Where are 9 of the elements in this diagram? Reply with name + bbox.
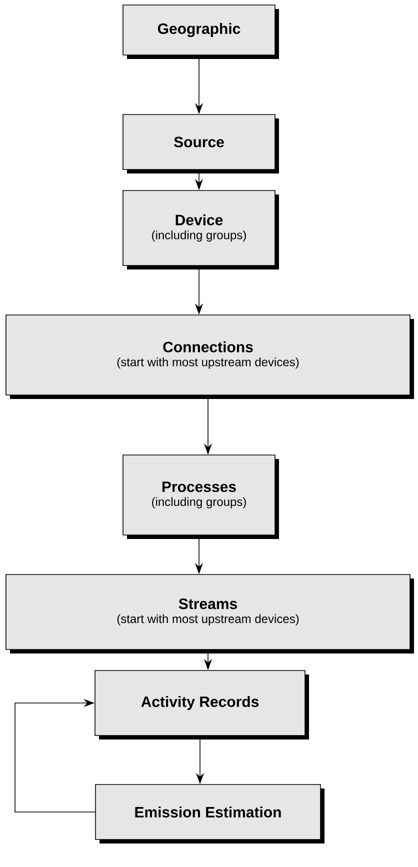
arrow — [14, 698, 96, 812]
process-box: Source — [122, 114, 279, 174]
process-box: Device (including groups) — [122, 190, 279, 270]
process-box: Processes (including groups) — [122, 454, 279, 539]
process-box: Emission Estimation — [95, 784, 324, 844]
process-box: Streams (start with most upstream devices) — [6, 574, 414, 654]
process-box: Geographic — [122, 4, 279, 59]
process-box: Connections (start with most upstream devices) — [6, 314, 414, 399]
process-box: Activity Records — [94, 670, 309, 740]
